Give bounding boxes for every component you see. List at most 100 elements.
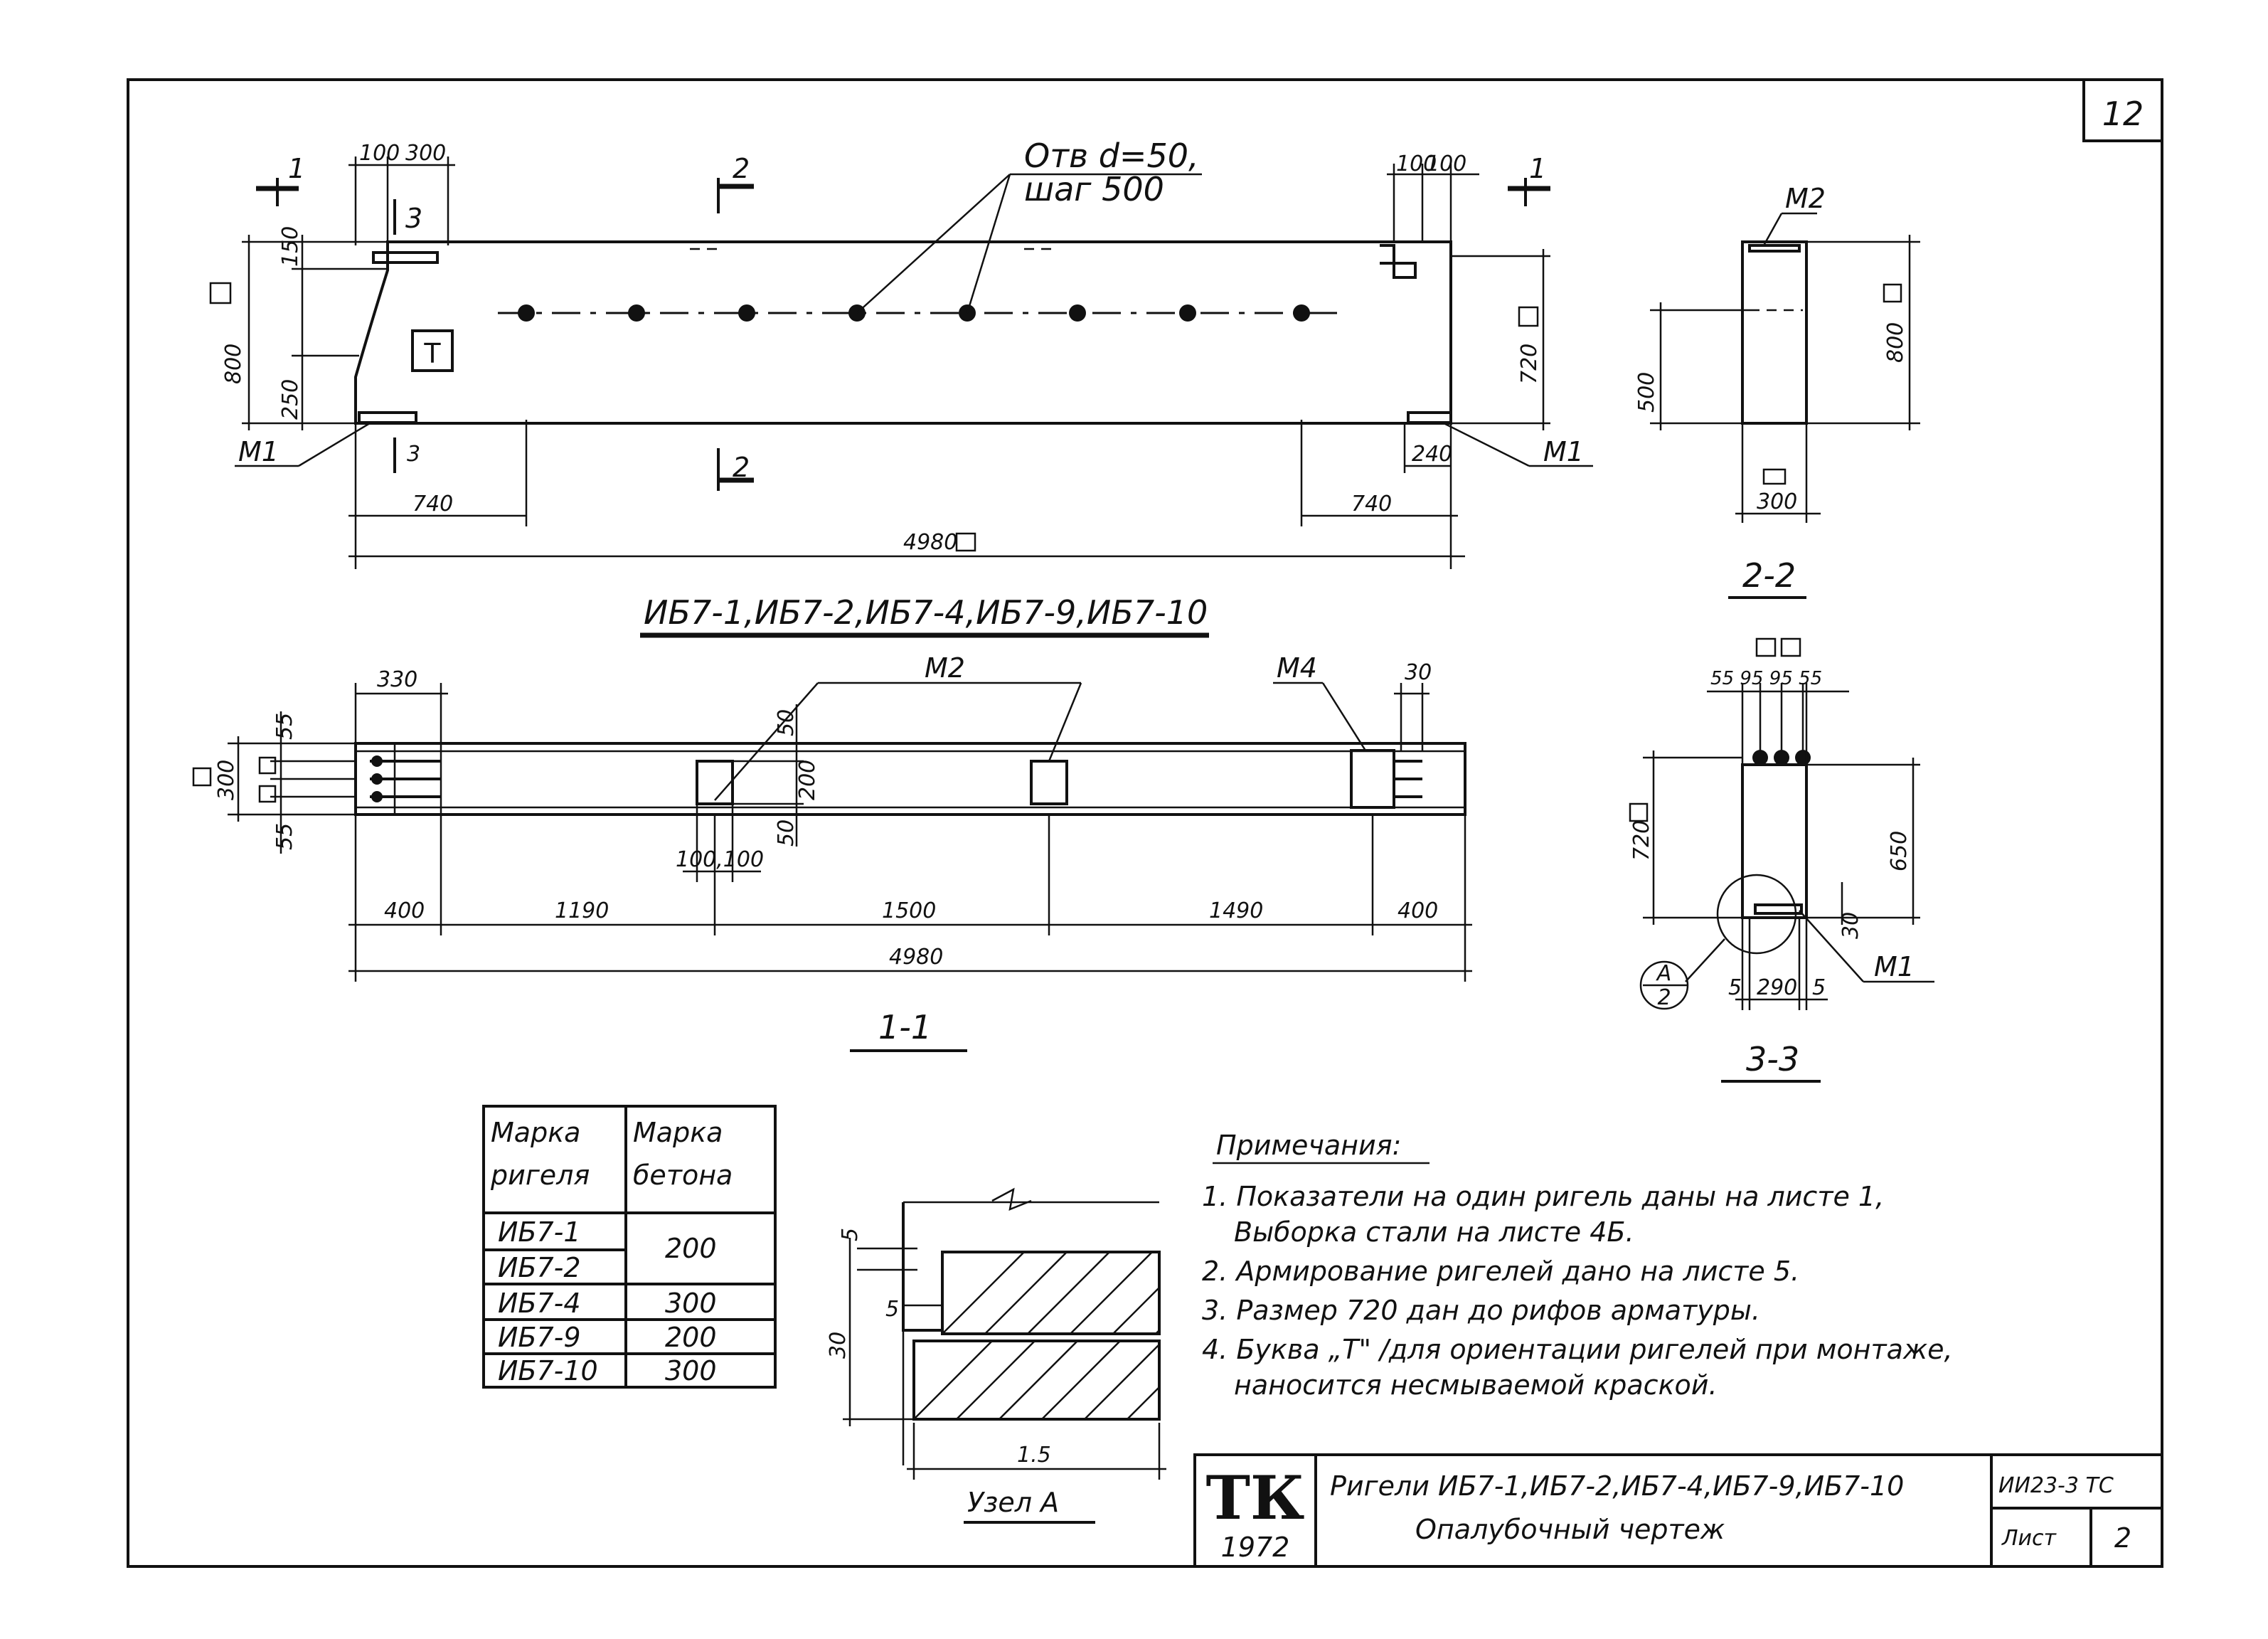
sheet-number-box xyxy=(2082,78,2163,142)
label-m1-right: М1 xyxy=(1543,436,1584,467)
dim-right-top-b: 100 xyxy=(1426,152,1466,176)
section-3-3-dim-30: 30 xyxy=(1838,912,1863,939)
beam-elevation: Отв d=50, шаг 500 Т 1 1 2 2 3 3 100 300 … xyxy=(209,137,1593,569)
section-3-3-outline xyxy=(1741,763,1808,919)
orientation-marker-box xyxy=(411,329,454,372)
title-year: 1972 xyxy=(1221,1532,1290,1563)
doc-code: ИИ23-3 ТС xyxy=(1998,1473,2114,1498)
title-line-2: Опалубочный чертеж xyxy=(1415,1514,1725,1545)
concrete-table: Марка ригеля Марка бетона ИБ7-1 ИБ7-2 ИБ… xyxy=(482,1105,777,1389)
dim-bottom-left: 740 xyxy=(412,492,453,516)
dim-bottom-right: 740 xyxy=(1351,492,1392,516)
plan-label-m2: М2 xyxy=(925,652,965,684)
plan-dim-300: 300 xyxy=(214,760,239,800)
note-1-line2: Выборка стали на листе 4Б. xyxy=(1234,1216,1634,1248)
section-3-3-title: 3-3 xyxy=(1746,1040,1799,1078)
detail-dim-5b: 5 xyxy=(885,1297,899,1322)
section-3-3-top-dims: 55 95 95 55 xyxy=(1710,668,1822,689)
dim-left-250: 250 xyxy=(278,379,303,420)
plan-outline xyxy=(354,742,1466,816)
detail-a: 5 5 30 1.5 Узел А xyxy=(826,1187,1166,1524)
table-row-concrete: 300 xyxy=(665,1355,717,1386)
plan-label-m4: М4 xyxy=(1277,652,1317,684)
table-row-mark: ИБ7-4 xyxy=(498,1288,581,1319)
embedded-plate-m1-left xyxy=(358,411,417,424)
plan-dim-400-left: 400 xyxy=(384,898,425,923)
plan-dim-1490: 1490 xyxy=(1209,898,1263,923)
series-title: ИБ7-1,ИБ7-2,ИБ7-4,ИБ7-9,ИБ7-10 xyxy=(644,593,1208,632)
note-2: 2. Армирование ригелей дано на листе 5. xyxy=(1202,1256,1799,1287)
holes xyxy=(518,304,1310,322)
plan-dim-330: 330 xyxy=(377,667,417,692)
note-4-line2: наносится несмываемой краской. xyxy=(1234,1369,1718,1401)
plan-dim-1190: 1190 xyxy=(555,898,609,923)
section-2-2-dim-300: 300 xyxy=(1757,489,1797,514)
holes-note-line2: шаг 500 xyxy=(1024,170,1164,208)
section-3-3: 55 95 95 55 720 650 30 М1 А 2 xyxy=(1629,637,1934,1083)
plan-1-1: М2 М4 30 330 300 55 55 xyxy=(192,652,1472,1052)
section-mark-2-bottom: 2 xyxy=(733,452,750,483)
plan-dim-total: 4980 xyxy=(889,945,943,970)
detail-dim-30: 30 xyxy=(826,1332,851,1359)
sheet-border xyxy=(127,78,2163,1568)
plate-m2-2 xyxy=(1030,760,1068,805)
dim-left-150: 150 xyxy=(278,226,303,267)
table-row-mark: ИБ7-9 xyxy=(498,1322,581,1353)
plan-title: 1-1 xyxy=(878,1008,932,1046)
dim-left-top-b: 300 xyxy=(405,141,446,166)
section-mark-3-top: 3 xyxy=(405,203,422,234)
notes: Примечания: 1. Показатели на один ригель… xyxy=(1202,1130,1953,1401)
sheet-label: Лист xyxy=(2001,1526,2057,1551)
callout-bottom: 2 xyxy=(1657,985,1671,1010)
plan-dim-55-top: 55 xyxy=(272,713,297,740)
section-mark-3-bottom: 3 xyxy=(407,442,420,467)
detail-title: Узел А xyxy=(967,1487,1059,1518)
embedded-plate-top-left xyxy=(372,251,439,264)
plate-m4 xyxy=(1350,749,1395,809)
table-header-mark-1: Марка xyxy=(491,1117,580,1148)
section-mark-1-left: 1 xyxy=(288,153,305,184)
plan-dim-100-100: 100,100 xyxy=(676,847,764,872)
section-2-2-dim-800: 800 xyxy=(1883,322,1908,363)
table-row-mark: ИБ7-2 xyxy=(498,1252,581,1283)
callout-top: А xyxy=(1656,961,1672,986)
section-mark-1-right: 1 xyxy=(1529,153,1546,184)
beam-outline xyxy=(354,240,1452,425)
section-mark-2-top: 2 xyxy=(733,153,750,184)
section-3-3-dim-650: 650 xyxy=(1887,831,1912,871)
title-line-1: Ригели ИБ7-1,ИБ7-2,ИБ7-4,ИБ7-9,ИБ7-10 xyxy=(1330,1470,1904,1502)
orientation-marker: Т xyxy=(423,338,441,369)
title-block: ТК 1972 Ригели ИБ7-1,ИБ7-2,ИБ7-4,ИБ7-9,И… xyxy=(1193,1453,2163,1568)
section-3-3-m1: М1 xyxy=(1874,951,1915,982)
dim-total-elev: 4980 xyxy=(903,530,957,555)
dim-right-720: 720 xyxy=(1517,344,1542,384)
section-2-2-title: 2-2 xyxy=(1742,556,1796,595)
dim-right-top-a: 100 xyxy=(1396,152,1437,176)
plan-dim-50-bottom: 50 xyxy=(774,820,799,847)
plate-m2-1 xyxy=(696,760,734,805)
plan-dim-200: 200 xyxy=(795,760,820,800)
detail-callout-circle xyxy=(1716,874,1797,955)
note-4-line1: 4. Буква „Т" /для ориентации ригелей при… xyxy=(1202,1334,1953,1365)
sheet-no: 2 xyxy=(2114,1522,2131,1554)
section-3-3-dim-720: 720 xyxy=(1629,820,1654,861)
dim-left-height: 800 xyxy=(221,344,246,384)
detail-dim-15: 1.5 xyxy=(1017,1443,1051,1468)
plan-dim-30: 30 xyxy=(1405,660,1432,685)
detail-dim-5a: 5 xyxy=(838,1228,863,1241)
plan-dim-1500: 1500 xyxy=(882,898,936,923)
table-header-concrete-2: бетона xyxy=(633,1160,733,1191)
section-3-3-dim-290: 290 xyxy=(1757,975,1797,1000)
plan-dim-55-bottom: 55 xyxy=(272,823,297,850)
dim-left-top-a: 100 xyxy=(359,141,400,166)
note-1-line1: 1. Показатели на один ригель даны на лис… xyxy=(1202,1181,1884,1212)
note-3: 3. Размер 720 дан до рифов арматуры. xyxy=(1202,1295,1760,1326)
notes-title: Примечания: xyxy=(1216,1130,1401,1161)
table-row-mark: ИБ7-10 xyxy=(498,1355,598,1386)
plan-dim-400-right: 400 xyxy=(1397,898,1438,923)
section-2-2-dim-500: 500 xyxy=(1634,372,1659,413)
plan-dim-50-top: 50 xyxy=(774,709,799,736)
table-row-concrete: 300 xyxy=(665,1288,717,1319)
section-2-2-m2: М2 xyxy=(1785,183,1826,214)
